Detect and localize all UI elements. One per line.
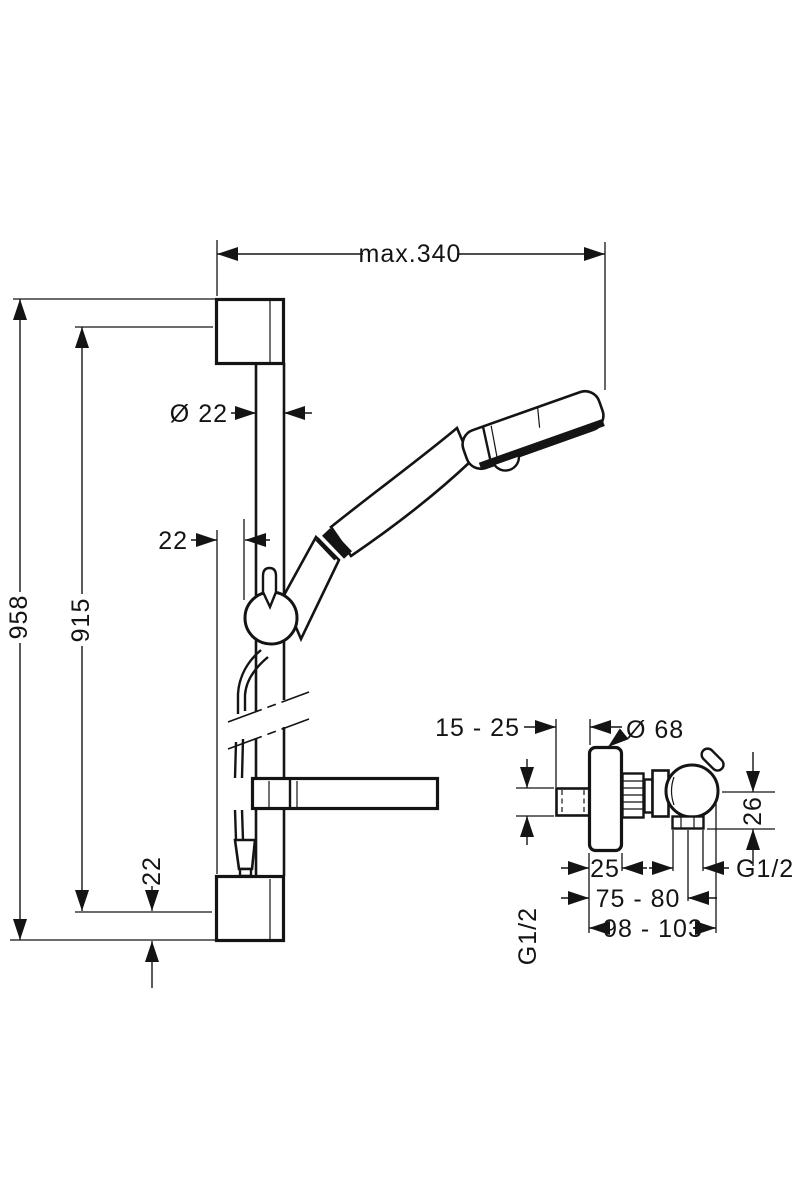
dimension-depth-to-outlet: 75 - 80 bbox=[561, 885, 717, 913]
head-pivot-notch bbox=[493, 456, 521, 472]
escutcheon-plate bbox=[587, 745, 624, 853]
dimension-rail-diameter: Ø 22 bbox=[170, 400, 312, 428]
dim-inlet-thread-label: G1/2 bbox=[514, 907, 542, 965]
threaded-collar bbox=[621, 772, 645, 819]
dim-bottom-offset-label: 22 bbox=[138, 856, 166, 886]
spray-face bbox=[478, 418, 605, 470]
hose-nut-cone bbox=[233, 838, 257, 871]
wall-bar bbox=[254, 363, 286, 876]
wall-bracket-bottom bbox=[214, 874, 286, 943]
dim-outlet-drop-label: 26 bbox=[739, 796, 767, 826]
dim-rail-offset-label: 22 bbox=[158, 527, 188, 555]
slider-holder bbox=[243, 566, 299, 646]
dimension-outlet-drop: 26 bbox=[739, 752, 767, 866]
hand-shower-handle bbox=[281, 425, 473, 643]
valve-lever bbox=[700, 747, 725, 772]
dimension-rail-offset: 22 bbox=[158, 527, 270, 555]
pipe-break-symbol bbox=[227, 691, 310, 750]
dimension-rail-height: 915 bbox=[67, 327, 95, 911]
dimension-total-depth: 98 - 103 bbox=[589, 915, 716, 943]
dim-total-height-label: 958 bbox=[5, 595, 33, 640]
dimension-escutcheon-depth: 25 bbox=[561, 855, 647, 883]
control-knob bbox=[664, 763, 720, 819]
dim-outlet-thread-label: G1/2 bbox=[736, 855, 794, 883]
shower-hose bbox=[233, 649, 269, 878]
dim-rail-height-label: 915 bbox=[67, 598, 95, 643]
dimension-total-height: 958 bbox=[5, 299, 33, 940]
wall-bracket-top bbox=[214, 297, 286, 366]
dim-rail-diameter-label: Ø 22 bbox=[170, 400, 228, 428]
dimension-wall-distance: 15 - 25 bbox=[435, 714, 622, 742]
dimension-bottom-offset: 22 bbox=[138, 856, 166, 988]
dim-total-depth-label: 98 - 103 bbox=[603, 915, 703, 943]
hose-outlet bbox=[671, 815, 705, 830]
soap-shelf bbox=[250, 776, 440, 811]
extension-lines-shower bbox=[10, 240, 606, 941]
dim-wall-distance-label: 15 - 25 bbox=[435, 714, 520, 742]
dim-depth-to-outlet-label: 75 - 80 bbox=[596, 885, 681, 913]
dim-width-max-label: max.340 bbox=[359, 240, 462, 268]
dimension-outlet-thread: G1/2 bbox=[649, 855, 794, 883]
dimension-escutcheon-diameter: Ø 68 bbox=[607, 716, 684, 748]
dimension-inlet-thread: G1/2 bbox=[514, 759, 542, 965]
dimension-width-max: max.340 bbox=[217, 240, 605, 268]
hand-shower-head bbox=[461, 389, 605, 472]
holder-release-pin bbox=[261, 566, 278, 611]
dim-escutcheon-diameter-label: Ø 68 bbox=[626, 716, 684, 744]
dim-escutcheon-depth-label: 25 bbox=[590, 855, 620, 883]
handle-ring-thin bbox=[315, 537, 338, 561]
handle-ring-band bbox=[322, 528, 352, 559]
mixer-valve-body bbox=[555, 745, 725, 853]
knob-face-line bbox=[670, 776, 675, 806]
